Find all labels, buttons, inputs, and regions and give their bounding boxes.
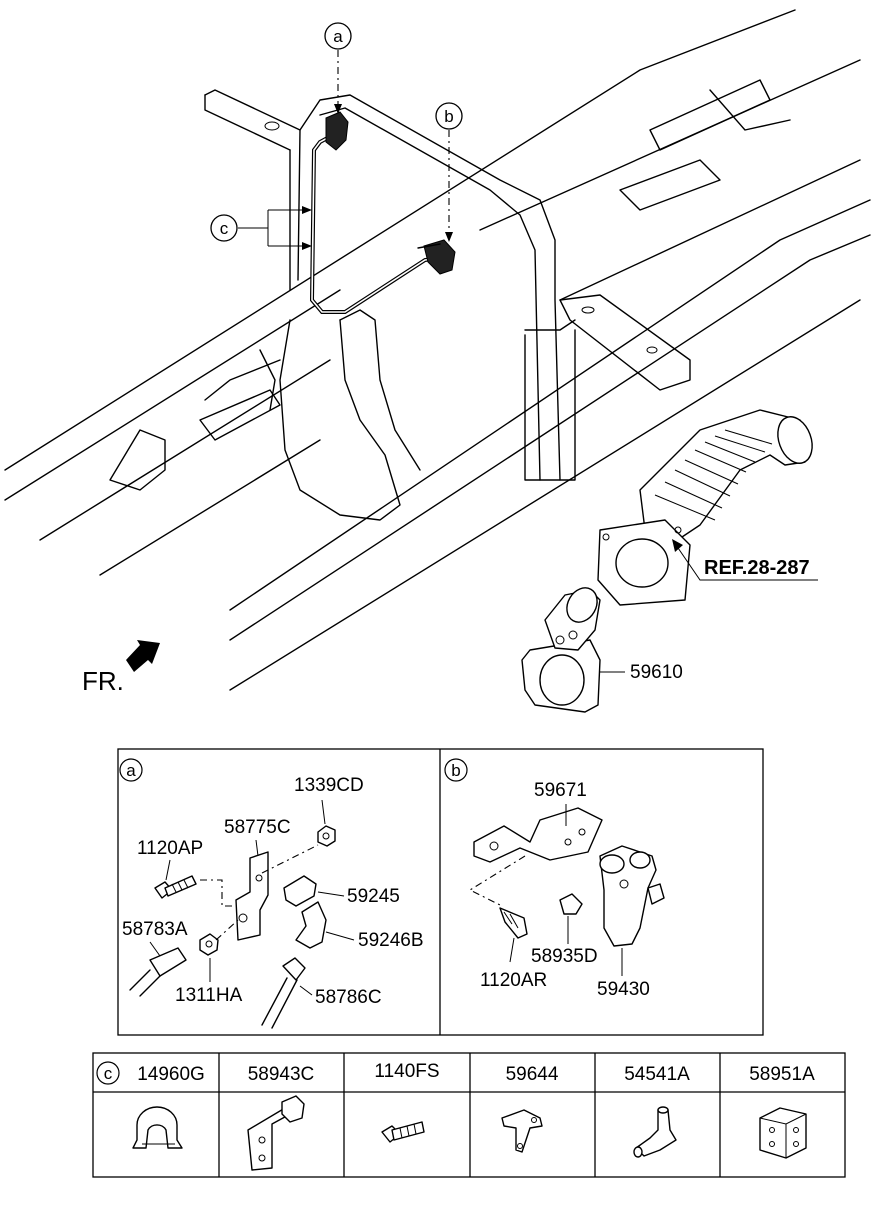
mounting-plate-icon [759,1107,807,1159]
vacuum-hose-route [309,111,456,314]
bracket-icon [247,1095,305,1171]
svg-text:a: a [126,761,136,780]
chassis-frame-drawing [4,9,871,691]
label-1311HA: 1311HA [175,985,243,1006]
svg-text:REF.28-287: REF.28-287 [704,557,810,579]
svg-text:c: c [104,1064,113,1083]
svg-text:b: b [444,107,453,126]
column-header-4: 59644 [506,1064,559,1085]
label-58786C: 58786C [315,987,382,1008]
callout-a[interactable]: a [324,22,352,114]
label-1339CD: 1339CD [294,775,364,796]
clip-icon [132,1106,183,1149]
front-direction-indicator: FR. [82,640,160,696]
label-59671: 59671 [534,780,587,801]
svg-text:a: a [333,27,343,46]
ref-callout[interactable]: REF.28-287 [672,539,818,581]
mount-bracket-icon [501,1109,543,1153]
svg-text:59610: 59610 [630,662,683,683]
elbow-connector-icon [633,1106,677,1158]
label-58775C: 58775C [224,817,291,838]
panel-a: a 1339CD 58775C 1120AP 59245 58783A 5924… [119,758,424,1029]
label-59245: 59245 [347,886,400,907]
label-59430: 59430 [597,979,650,1000]
column-header-3: 1140FS [374,1061,439,1082]
column-header-5: 54541A [624,1064,690,1085]
svg-text:c: c [220,219,229,238]
callout-c[interactable]: c [210,206,312,250]
label-1120AR: 1120AR [480,970,547,991]
svg-text:FR.: FR. [82,666,124,696]
exhaust-valve-59610-drawing: 59610 [521,587,683,713]
label-58783A: 58783A [122,919,188,940]
exhaust-pipe-drawing [597,409,813,606]
label-1120AP: 1120AP [137,838,203,859]
callout-b[interactable]: b [435,102,463,242]
label-59246B: 59246B [358,930,424,951]
panel-b: b 59671 58935D 1120AR 59430 [444,758,665,1000]
bolt-icon [381,1121,425,1143]
svg-text:b: b [451,761,460,780]
label-58935D: 58935D [531,946,598,967]
column-header-2: 58943C [248,1064,315,1085]
column-header-1: 14960G [137,1064,205,1085]
parts-table-c: c 14960G 58943C 1140FS 59644 54541A 5895… [92,1052,846,1178]
detail-panels [117,748,764,1036]
column-header-6: 58951A [749,1064,815,1085]
